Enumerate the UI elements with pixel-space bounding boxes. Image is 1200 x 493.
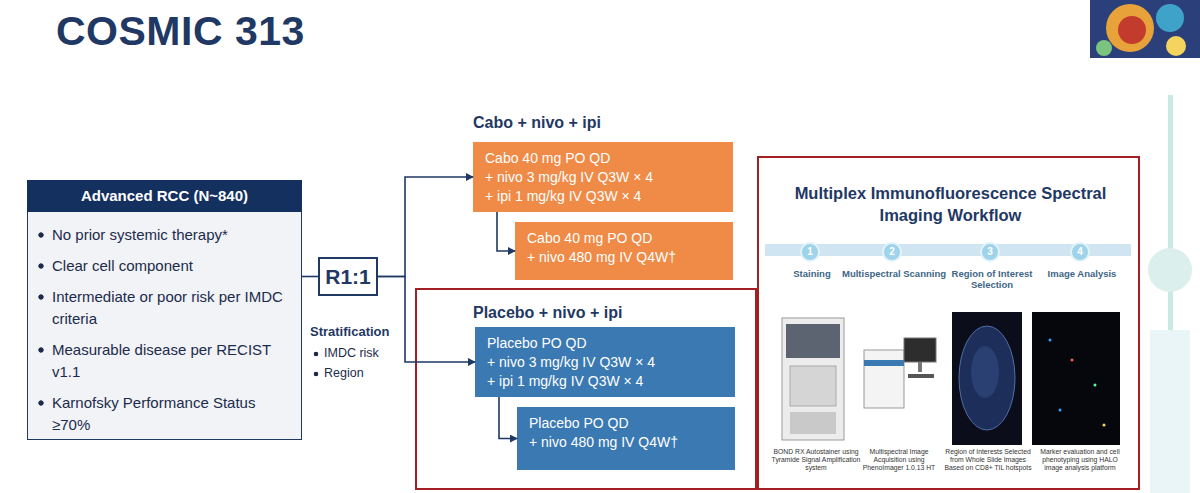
keyboard bbox=[908, 374, 934, 378]
box-heading: Advanced RCC (N~840) bbox=[27, 180, 302, 212]
step-number: 2 bbox=[884, 244, 900, 260]
stratification-heading: Stratification bbox=[310, 324, 430, 339]
machine-drawer bbox=[790, 412, 836, 434]
scanner-body bbox=[864, 350, 904, 408]
dosing-text: Placebo PO QD bbox=[487, 334, 723, 353]
cell-dot bbox=[1059, 409, 1062, 412]
cell-dot bbox=[1094, 384, 1097, 387]
monitor-stand bbox=[918, 362, 922, 372]
step-circle: 4Image Analysis bbox=[1070, 242, 1090, 262]
step-label: Image Analysis bbox=[1030, 268, 1134, 279]
step-number: 3 bbox=[982, 244, 998, 260]
bullet-text: Intermediate or poor risk per IMDC crite… bbox=[32, 286, 295, 330]
cell-dot bbox=[1071, 359, 1074, 362]
dosing-text: Cabo 40 mg PO QD bbox=[485, 149, 721, 168]
step-circle: 2Multispectral Scanning bbox=[882, 242, 902, 262]
machine-drawer bbox=[790, 366, 836, 406]
bullet-text: Karnofsky Performance Status ≥70% bbox=[32, 392, 295, 436]
dosing-text: + ipi 1 mg/kg IV Q3W × 4 bbox=[485, 187, 721, 206]
tower-base bbox=[1150, 330, 1190, 493]
phenotyping-image bbox=[1032, 312, 1120, 445]
stratification-factor: Region bbox=[312, 366, 412, 380]
image-frame bbox=[1032, 312, 1120, 445]
dosing-text: + nivo 480 mg IV Q4W† bbox=[527, 248, 721, 267]
step-circle: 1Staining bbox=[800, 242, 820, 262]
scanner-stripe bbox=[864, 360, 904, 366]
autostainer-illustration bbox=[782, 318, 844, 440]
workflow-panel: Multiplex Immunofluorescence Spectral Im… bbox=[757, 156, 1140, 490]
machine-body bbox=[782, 318, 844, 440]
logo-shape bbox=[1166, 36, 1186, 56]
tower-decoration bbox=[1148, 95, 1192, 493]
step-circle: 3Region of Interest Selection bbox=[980, 242, 1000, 262]
bullet-text: No prior systemic therapy* bbox=[32, 224, 295, 246]
arm-heading: Placebo + nivo + ipi bbox=[473, 304, 622, 322]
connector bbox=[497, 212, 515, 251]
logo-shape bbox=[1106, 4, 1154, 52]
population-box: Advanced RCC (N~840) No prior systemic th… bbox=[27, 180, 302, 440]
tower-sphere bbox=[1148, 248, 1192, 292]
connector bbox=[499, 397, 517, 439]
dosing-text: + ipi 1 mg/kg IV Q3W × 4 bbox=[487, 372, 723, 391]
stratification-factor: IMDC risk bbox=[312, 346, 412, 360]
image-caption: Marker evaluation and cell phenotyping u… bbox=[1033, 448, 1127, 472]
connector bbox=[378, 177, 473, 277]
logo-shape bbox=[1118, 16, 1146, 44]
step-label: Region of Interest Selection bbox=[940, 268, 1044, 290]
step-number: 1 bbox=[802, 244, 818, 260]
step-label: Multispectral Scanning bbox=[842, 268, 946, 279]
bullet-text: Measurable disease per RECIST v1.1 bbox=[32, 339, 295, 383]
highlight-box: Placebo + nivo + ipiPlacebo PO QD+ nivo … bbox=[415, 288, 757, 490]
cell-dot bbox=[1049, 339, 1052, 342]
conference-logo bbox=[1090, 0, 1200, 58]
dosing-text: + nivo 480 mg IV Q4W† bbox=[529, 433, 723, 452]
dosing-text: + nivo 3 mg/kg IV Q3W × 4 bbox=[485, 168, 721, 187]
logo-shape bbox=[1096, 40, 1112, 56]
image-caption: Multispectral Image Acquisition using Ph… bbox=[854, 448, 944, 472]
image-caption: Region of Interests Selected from Whole … bbox=[944, 448, 1032, 472]
dosing-text: Placebo PO QD bbox=[529, 414, 723, 433]
panel-title: Multiplex Immunofluorescence Spectral Im… bbox=[789, 182, 1112, 226]
logo-background bbox=[1090, 0, 1200, 58]
connector bbox=[302, 276, 318, 278]
treatment-arm-box: Cabo + nivo + ipiCabo 40 mg PO QD+ nivo … bbox=[473, 142, 733, 212]
randomization-box: R1:1 bbox=[318, 257, 378, 296]
monitor bbox=[904, 338, 936, 362]
bullet-text: Clear cell component bbox=[32, 255, 295, 277]
treatment-arm-box: Placebo PO QD+ nivo 3 mg/kg IV Q3W × 4+ … bbox=[475, 327, 735, 397]
maintenance-box: Cabo 40 mg PO QD+ nivo 480 mg IV Q4W† bbox=[515, 222, 733, 280]
cell-dot bbox=[1103, 424, 1106, 427]
randomization-ratio: R1:1 bbox=[325, 265, 371, 289]
step-number: 4 bbox=[1072, 244, 1088, 260]
dosing-text: Cabo 40 mg PO QD bbox=[527, 229, 721, 248]
machine-panel bbox=[786, 324, 840, 358]
scanner-illustration bbox=[864, 338, 936, 408]
slide-title: COSMIC 313 bbox=[56, 8, 305, 55]
dosing-text: + nivo 3 mg/kg IV Q3W × 4 bbox=[487, 353, 723, 372]
logo-shape bbox=[1156, 4, 1184, 32]
maintenance-box: Placebo PO QD+ nivo 480 mg IV Q4W† bbox=[517, 407, 735, 470]
tissue-image bbox=[952, 312, 1022, 445]
image-frame bbox=[952, 312, 1022, 445]
arm-heading: Cabo + nivo + ipi bbox=[473, 114, 793, 132]
tissue-region bbox=[971, 346, 999, 398]
image-caption: BOND RX Autostainer using Tyramide Signa… bbox=[771, 448, 861, 472]
tissue-section bbox=[959, 326, 1015, 430]
